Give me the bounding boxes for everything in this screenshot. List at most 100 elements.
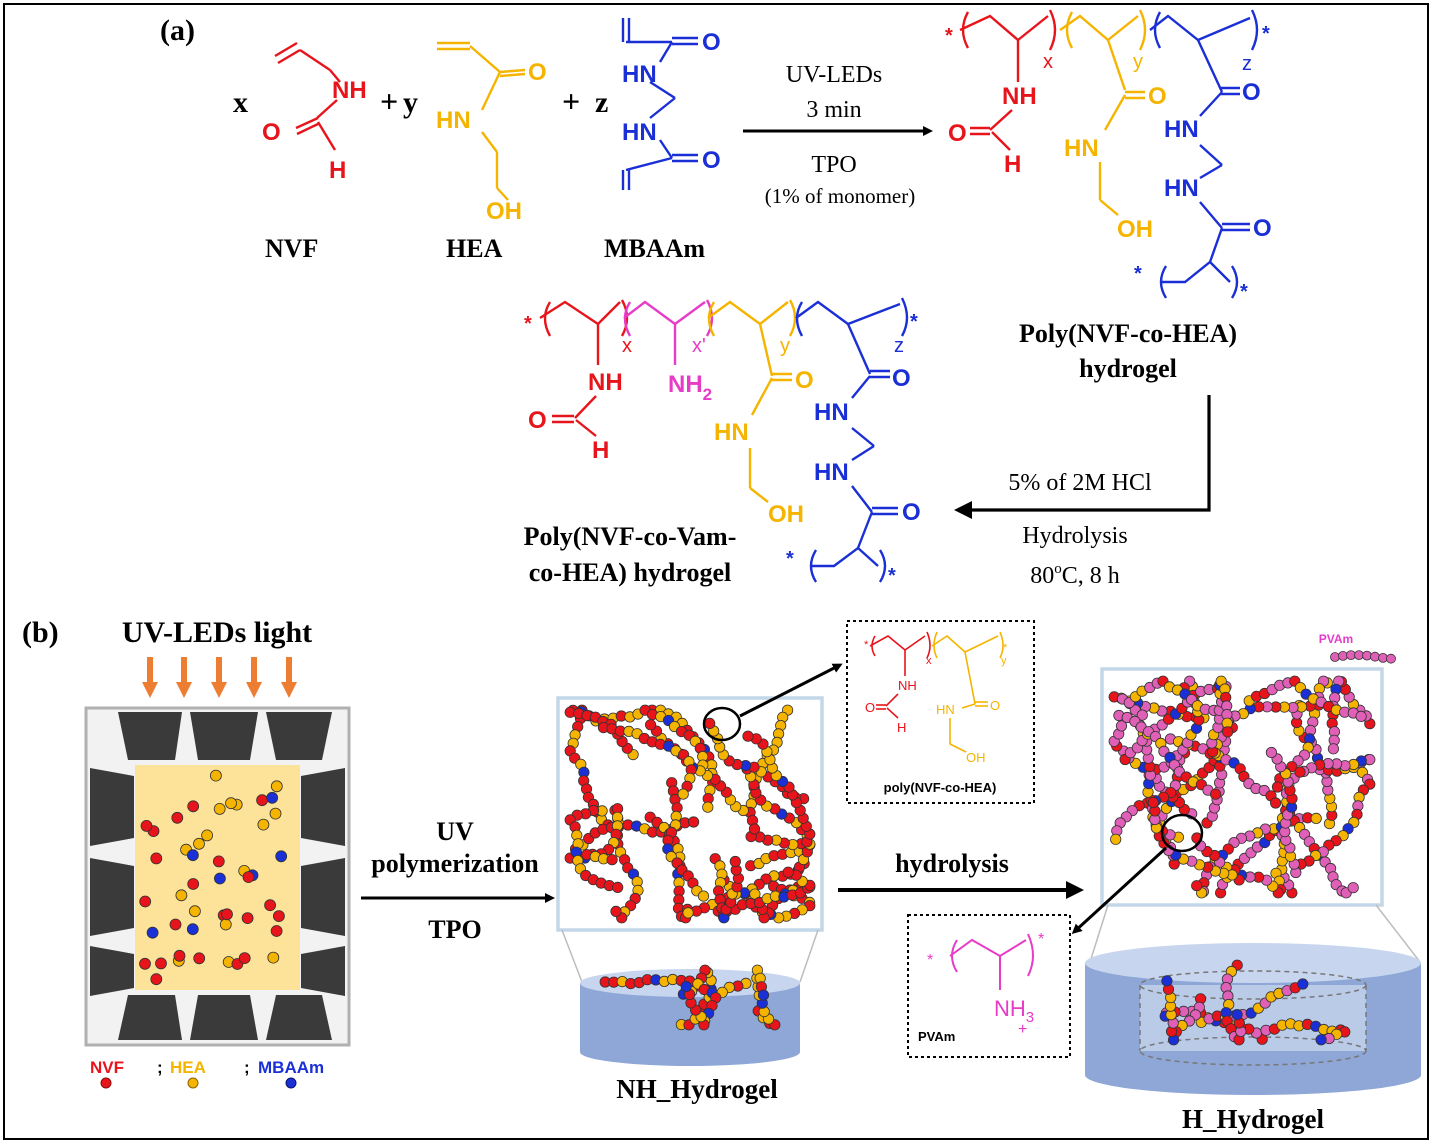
mbaam-monomer-structure: + z O HN HN O MBAAm [562,18,721,263]
step1-label-tpo: TPO [428,915,481,944]
product2-hn-bottom: HN [814,459,849,486]
reactor-monomer-dot [225,797,237,810]
legend-mbaam-dot [285,1077,297,1089]
product1-o-mbaam-bottom: O [1253,215,1272,242]
pvam-legend-bead [1330,652,1340,662]
reactor-monomer-dot [171,811,184,824]
nh-hydrogel: NH_Hydrogel [556,663,843,1104]
chain-bead [610,905,622,918]
chain-bead [1294,766,1306,778]
chain-bead [1310,812,1322,825]
reactor-monomer-dot [146,926,159,939]
nh-network-chains [564,704,816,924]
reactor-monomer-dot [266,791,279,804]
inset1-star-right: * [1003,642,1008,654]
reactor-monomer-dot [186,849,199,862]
reactor-monomer-dot [212,855,225,868]
mbaam-hn-bottom: HN [622,119,657,146]
reactor-monomer-dot [213,803,226,815]
pvam-legend-label: PVAm [1319,632,1353,646]
product1-o-hea: O [1148,83,1167,110]
legend-nvf-label: NVF [90,1058,124,1077]
chain-bead [1271,781,1284,793]
product1-star-left: * [945,25,953,47]
reactor-monomer-dot [270,925,283,937]
crosslink-bead [680,980,692,993]
reactor-monomer-dot [257,818,270,831]
pvam-legend-bead [1370,651,1380,662]
h-dish-chains [1159,959,1351,1046]
inset1-caption: poly(NVF-co-HEA) [884,780,997,795]
crosslink-bead [1161,975,1173,987]
product1-star-right: * [1262,23,1270,45]
reaction-arrow-1: UV-LEDs 3 min TPO (1% of monomer) [743,62,933,208]
nvf-o: O [262,119,281,146]
product2-subscript-xp: x' [692,335,706,357]
inset1-subscript-y: y [1001,655,1007,667]
reactor-monomer-dot [219,918,232,931]
inset2-star-left: * [927,952,933,969]
product2-star-bottom-left: * [786,548,794,570]
h-hydrogel-label: H_Hydrogel [1182,1104,1324,1134]
monomer-legend: NVF ; HEA ; MBAAm [90,1058,324,1089]
product2-structure: * x NH O H x' NH2 y O [524,297,921,587]
monomer-name-nvf: NVF [265,234,318,263]
product1-hn-top: HN [1164,116,1199,143]
mbaam-o-top: O [702,29,721,56]
chain-bead [1270,797,1282,809]
product2-name-line1: Poly(NVF-co-Vam- [524,522,737,551]
product2-subscript-z: z [894,335,904,357]
product2-h-nvf: H [592,437,609,464]
legend-mbaam-label: MBAAm [258,1058,324,1077]
product2-oh-hea: OH [768,501,804,528]
reactor-monomer-dot [221,908,233,921]
nvf-h: H [329,157,346,184]
crosslink-bead [1231,1008,1243,1021]
product1-name-line2: hydrogel [1079,354,1177,383]
nh-hydrogel-label: NH_Hydrogel [616,1074,778,1104]
mbaam-o-bottom: O [702,147,721,174]
chain-bead [1115,720,1128,732]
inset2-nh3: NH3 [994,996,1034,1026]
legend-sep-2: ; [244,1058,250,1077]
step1-label-polymerization: polymerization [371,849,539,878]
product2-hn-hea: HN [714,419,749,446]
reaction1-condition-time: 3 min [806,97,861,123]
product1-o-mbaam-top: O [1242,79,1261,106]
uv-reactor [84,706,351,1047]
reactor-led-blocks [90,712,345,1040]
reactor-monomer-dot [242,871,255,883]
hydrolysis-step: hydrolysis [838,849,1084,899]
reactor-monomer-dot [209,769,222,782]
product1-name-line1: Poly(NVF-co-HEA) [1019,319,1237,348]
legend-nvf-dot [100,1077,112,1089]
hea-o: O [528,59,547,86]
inset1-oh: OH [966,750,986,765]
coefficient-z: z [595,86,608,119]
uv-light-label: UV-LEDs light [122,616,312,649]
chain-bead [1265,746,1278,759]
reactor-monomer-dot [155,957,167,970]
nh-zoom-circle [702,706,742,742]
coefficient-x: x [233,86,248,119]
coefficient-y: y [403,86,418,119]
hea-hn: HN [436,107,471,134]
product2-hn-top: HN [814,399,849,426]
chain-bead [1222,726,1234,738]
reactor-monomer-dot [201,829,214,842]
reaction2-process: Hydrolysis [1022,523,1127,549]
panel-b: (b) UV-LEDs light [22,616,1421,1134]
inset-pvam: * * NH3 + PVAm [907,914,1071,1058]
chain-bead [1355,710,1367,723]
reactor-monomer-dot [241,912,254,924]
product1-subscript-x: x [1043,51,1053,73]
chain-bead [782,866,794,878]
h-zoom-circle [1160,813,1204,853]
pvam-legend: PVAm [1319,632,1396,664]
product2-o-mbaam-bottom: O [902,499,921,526]
chain-bead [748,823,761,835]
product1-h-nvf: H [1004,151,1021,178]
reactor-monomer-dot [270,780,283,793]
reactor-monomer-dot [173,949,186,962]
